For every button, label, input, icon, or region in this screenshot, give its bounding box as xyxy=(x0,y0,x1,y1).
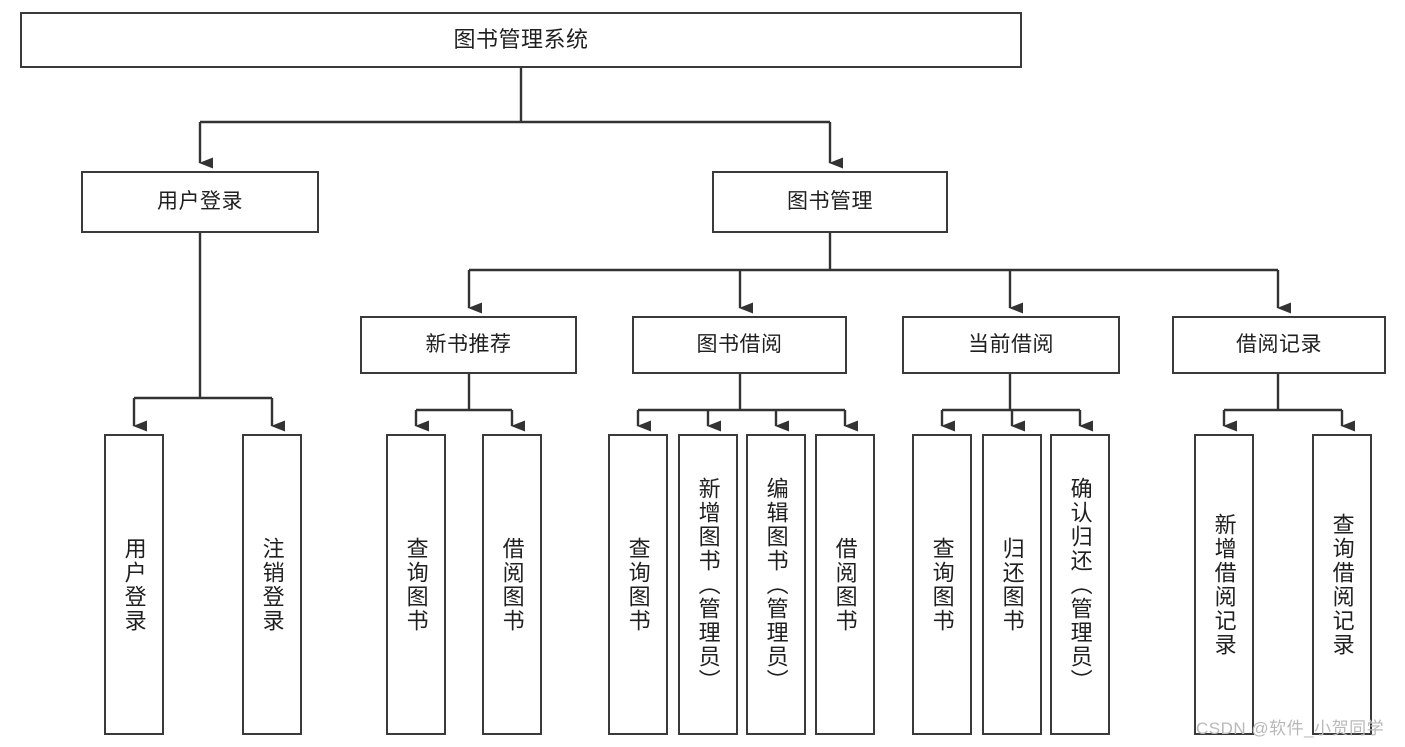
node-leaf-add-record[interactable]: 新增借阅记录 xyxy=(1194,434,1254,735)
node-leaf-query-book-rec-label: 查询图书 xyxy=(403,536,429,633)
node-leaf-query-record-label: 查询借阅记录 xyxy=(1329,512,1355,657)
node-book-manage[interactable]: 图书管理 xyxy=(712,171,948,233)
node-new-book-rec[interactable]: 新书推荐 xyxy=(360,316,577,374)
node-book-borrow-label: 图书借阅 xyxy=(696,333,783,357)
node-leaf-user-login[interactable]: 用户登录 xyxy=(104,434,164,735)
node-root-label: 图书管理系统 xyxy=(453,26,589,52)
csdn-watermark: CSDN @软件_小贺同学 xyxy=(1196,719,1385,738)
node-leaf-query-book-borrow[interactable]: 查询图书 xyxy=(608,434,668,735)
node-leaf-confirm-return-label: 确认归还（管理员） xyxy=(1067,476,1093,693)
node-leaf-borrow-book[interactable]: 借阅图书 xyxy=(815,434,875,735)
node-leaf-add-book-label: 新增图书（管理员） xyxy=(695,476,721,693)
node-book-borrow[interactable]: 图书借阅 xyxy=(632,316,847,374)
node-leaf-return-book-label: 归还图书 xyxy=(999,536,1025,633)
node-root[interactable]: 图书管理系统 xyxy=(20,12,1022,68)
node-leaf-query-book-rec[interactable]: 查询图书 xyxy=(386,434,446,735)
node-leaf-borrow-book-rec-label: 借阅图书 xyxy=(499,536,525,633)
node-leaf-return-book[interactable]: 归还图书 xyxy=(982,434,1042,735)
node-leaf-borrow-book-label: 借阅图书 xyxy=(832,536,858,633)
node-user-login[interactable]: 用户登录 xyxy=(81,171,319,233)
node-user-login-label: 用户登录 xyxy=(157,190,243,214)
node-borrow-record-label: 借阅记录 xyxy=(1236,333,1322,357)
node-leaf-edit-book[interactable]: 编辑图书（管理员） xyxy=(746,434,806,735)
node-current-borrow-label: 当前借阅 xyxy=(968,333,1054,357)
node-leaf-user-login-label: 用户登录 xyxy=(121,536,147,633)
node-borrow-record[interactable]: 借阅记录 xyxy=(1172,316,1386,374)
node-leaf-edit-book-label: 编辑图书（管理员） xyxy=(763,476,789,693)
node-book-manage-label: 图书管理 xyxy=(787,190,873,214)
node-leaf-logout[interactable]: 注销登录 xyxy=(242,434,302,735)
node-leaf-add-record-label: 新增借阅记录 xyxy=(1211,512,1237,657)
node-current-borrow[interactable]: 当前借阅 xyxy=(902,316,1120,374)
node-leaf-query-book-current-label: 查询图书 xyxy=(929,536,955,633)
node-leaf-add-book[interactable]: 新增图书（管理员） xyxy=(678,434,738,735)
node-new-book-rec-label: 新书推荐 xyxy=(425,333,512,357)
node-leaf-query-record[interactable]: 查询借阅记录 xyxy=(1312,434,1372,735)
node-leaf-query-book-current[interactable]: 查询图书 xyxy=(912,434,972,735)
node-leaf-borrow-book-rec[interactable]: 借阅图书 xyxy=(482,434,542,735)
node-leaf-logout-label: 注销登录 xyxy=(259,536,285,633)
node-leaf-confirm-return[interactable]: 确认归还（管理员） xyxy=(1050,434,1110,735)
node-leaf-query-book-borrow-label: 查询图书 xyxy=(625,536,651,633)
